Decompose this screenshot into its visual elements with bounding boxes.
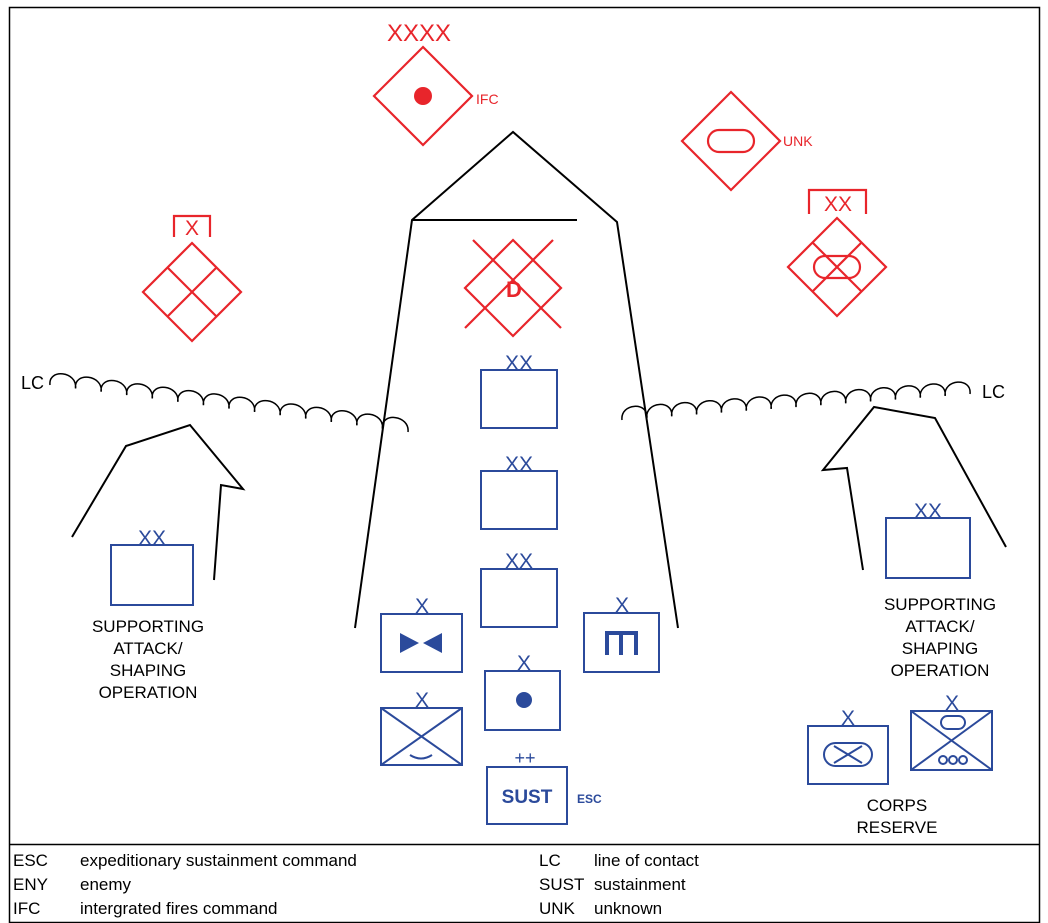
armor-oval-icon [940,715,966,730]
lc-right-label: LC [982,382,1005,402]
supporting-right-line-4: OPERATION [891,661,990,680]
enemy-brigade-echelon: X [185,217,199,240]
legend-desc: enemy [80,875,132,894]
enemy-brigade-bracket [172,214,212,237]
destroyed-marker: D [506,277,522,302]
legend-desc: unknown [594,899,662,918]
supporting-right-line-2: ATTACK/ [905,617,975,636]
echelon-label: XX [914,500,942,523]
left-supporting-arrow [71,423,246,581]
captions: SUPPORTING ATTACK/ SHAPING OPERATION SUP… [92,595,996,837]
echelon-label: XX [505,352,533,375]
echelon-label: ++ [514,748,535,768]
enemy-division-symbol [786,188,888,318]
aviation-curve-icon [409,754,433,760]
wheel-icon [958,755,968,765]
echelon-label: XX [505,453,533,476]
armor-oval-icon [812,254,862,280]
supporting-left-line-2: ATTACK/ [113,639,183,658]
legend-abbr: LC [539,851,561,870]
main-attack-arrow [354,130,679,629]
wheel-icon [938,755,948,765]
engineer-brigade-box-2 [583,612,660,673]
legend-desc: expeditionary sustainment command [80,851,357,870]
enemy-unknown-symbol [680,90,782,192]
fires-brigade-box [484,670,561,731]
legend-abbr: UNK [539,899,576,918]
esc-label: ESC [577,792,602,806]
enemy-division-echelon: XX [824,193,852,216]
friendly-units [110,369,993,825]
destroyed-enemy-symbol [463,238,563,338]
division-box-2 [480,470,558,530]
enemy-division-bracket [807,188,868,214]
echelon-label: XX [138,527,166,550]
sust-label: SUST [502,787,553,808]
supporting-left-line-4: OPERATION [99,683,198,702]
armor-oval-icon [706,128,756,154]
enemy-army-echelon: XXXX [387,20,451,47]
corps-reserve-line-2: RESERVE [857,818,938,837]
supporting-left-line-1: SUPPORTING [92,617,204,636]
supporting-left-line-3: SHAPING [110,661,187,680]
echelon-label: XX [505,550,533,573]
fires-dot-icon [516,692,532,708]
division-box-3 [480,568,558,628]
enemy-army-ifc-symbol [372,45,474,147]
supporting-right-line-1: SUPPORTING [884,595,996,614]
supporting-right-line-3: SHAPING [902,639,979,658]
friendly-echelon-labels: XX XX XX XX XX X X X X X X ++ [138,352,959,768]
corps-reserve-armor-box [807,725,889,785]
legend-abbr: ESC [13,851,48,870]
enemy-brigade-symbol [141,214,243,343]
bowtie-icon [400,633,442,653]
echelon-label: X [841,707,855,730]
legend: ESC expeditionary sustainment command EN… [13,851,699,918]
wheel-icon [948,755,958,765]
legend-abbr: IFC [13,899,40,918]
engineer-icon [605,631,638,655]
division-box-1 [480,369,558,429]
engineer-brigade-box [380,613,463,673]
line-of-contact-left [49,373,409,433]
legend-abbr: ENY [13,875,48,894]
echelon-label: X [615,594,629,617]
legend-desc: intergrated fires command [80,899,277,918]
unk-label: UNK [783,133,813,149]
echelon-label: X [945,692,959,715]
corps-reserve-line-1: CORPS [867,796,927,815]
aviation-brigade-box [380,707,463,766]
legend-desc: line of contact [594,851,699,870]
echelon-label: X [517,652,531,675]
left-support-division-box [110,544,194,606]
right-support-division-box [885,517,971,579]
legend-desc: sustainment [594,875,686,894]
sustainment-box [486,766,568,825]
lc-left-label: LC [21,373,44,393]
legend-abbr: SUST [539,875,584,894]
corps-reserve-cavalry-box [910,710,993,771]
fires-dot-icon [414,87,432,105]
echelon-label: X [415,689,429,712]
line-of-contact-right [621,381,971,421]
ifc-label: IFC [476,91,499,107]
echelon-label: X [415,595,429,618]
right-supporting-arrow [820,405,1007,571]
